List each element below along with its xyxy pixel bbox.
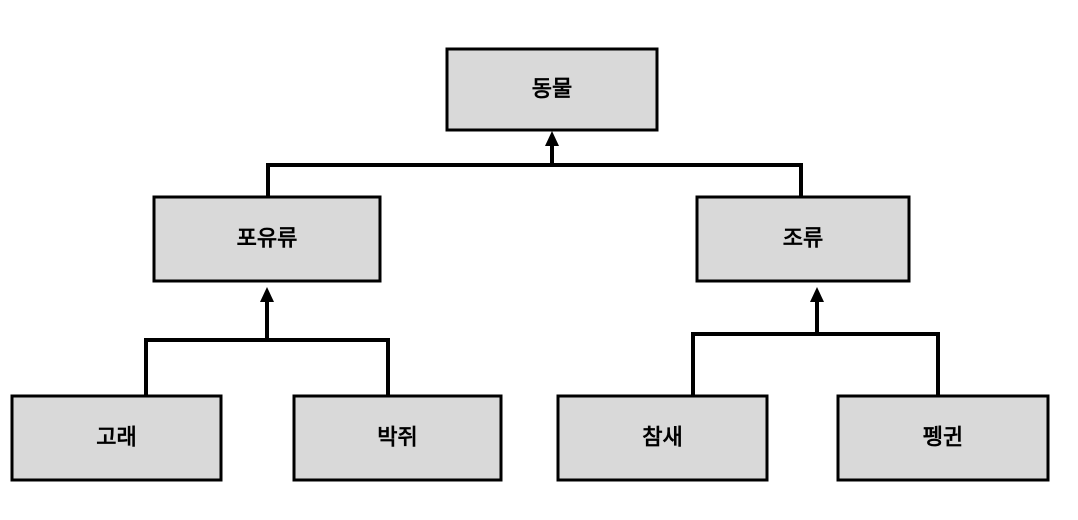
- connector-birds-children: [691, 332, 940, 395]
- node-group-birds-box: [695, 195, 911, 283]
- node-group-mammals-box: [152, 195, 382, 283]
- node-leaf-penguin-label: 펭귄: [923, 426, 963, 451]
- node-leaf-bat-label: 박쥐: [377, 426, 417, 451]
- node-leaf-whale: 고래: [10, 394, 223, 482]
- connector-groups-to-root: [266, 163, 803, 196]
- node-leaf-sparrow-box: [556, 394, 769, 482]
- node-leaf-sparrow-label: 참새: [642, 426, 682, 451]
- node-leaf-whale-label: 고래: [96, 426, 136, 451]
- node-group-birds: 조류: [695, 195, 911, 283]
- node-leaf-bat-box: [292, 394, 503, 482]
- node-root: 동물: [445, 47, 659, 132]
- node-leaf-penguin: 펭귄: [836, 394, 1050, 482]
- connector-mammals-children: [144, 338, 390, 395]
- arrowhead-birds: [810, 287, 824, 302]
- arrowhead-mammals: [260, 287, 274, 302]
- node-leaf-bat: 박쥐: [292, 394, 503, 482]
- node-group-mammals-label: 포유류: [237, 227, 298, 252]
- node-root-label: 동물: [532, 77, 572, 102]
- node-group-mammals: 포유류: [152, 195, 382, 283]
- node-leaf-whale-box: [10, 394, 223, 482]
- node-leaf-sparrow: 참새: [556, 394, 769, 482]
- node-leaf-penguin-box: [836, 394, 1050, 482]
- arrowhead-root: [545, 131, 559, 146]
- node-group-birds-label: 조류: [783, 227, 823, 252]
- node-root-box: [445, 47, 659, 132]
